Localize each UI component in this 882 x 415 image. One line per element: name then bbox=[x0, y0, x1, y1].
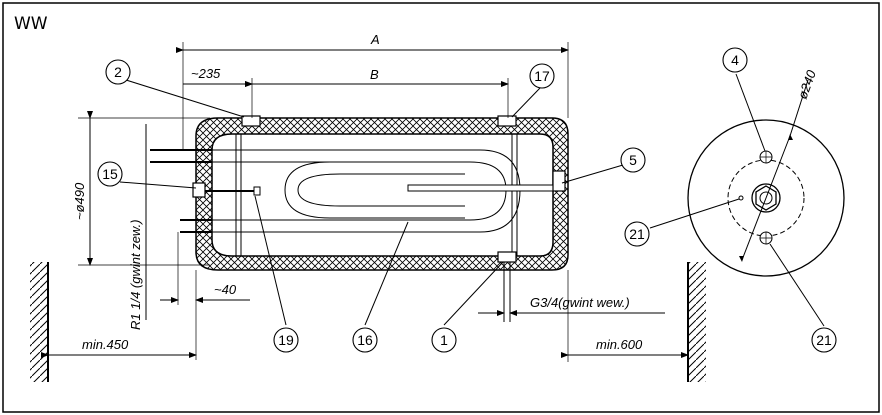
dim-b: B bbox=[370, 67, 379, 82]
fitting-15 bbox=[552, 170, 566, 192]
svg-text:5: 5 bbox=[629, 152, 637, 168]
dim-min450: min.450 bbox=[82, 337, 129, 352]
dim-g34: G3/4(gwint wew.) bbox=[530, 295, 630, 310]
balloon-21-side: 19 bbox=[273, 327, 299, 353]
dim-235: ~235 bbox=[191, 66, 221, 81]
dimension-lines: A ~235 B ~ø490 R1 1/4 (gwint zew.) ~40 m… bbox=[41, 32, 689, 362]
dim-490: ~ø490 bbox=[72, 182, 87, 220]
balloon-21-end: 21 bbox=[624, 221, 650, 247]
balloon-5: 21 bbox=[811, 327, 837, 353]
tank-side-view bbox=[150, 115, 569, 322]
drawing-title: WW bbox=[14, 14, 48, 34]
dim-240: ø240 bbox=[795, 67, 819, 101]
balloon-16: 15 bbox=[97, 161, 123, 187]
svg-text:15: 15 bbox=[102, 166, 118, 182]
inner-tank bbox=[211, 133, 554, 257]
wall-left bbox=[30, 262, 49, 382]
svg-text:4: 4 bbox=[731, 52, 739, 68]
tank-end-view: ø240 bbox=[687, 67, 845, 277]
balloon-1: 1 bbox=[431, 327, 457, 353]
fitting-2 bbox=[241, 115, 261, 127]
dim-min600: min.600 bbox=[596, 337, 643, 352]
wall-right bbox=[687, 262, 706, 382]
svg-text:16: 16 bbox=[357, 332, 373, 348]
dim-40: ~40 bbox=[214, 282, 237, 297]
fitting-19 bbox=[497, 115, 517, 127]
svg-text:21: 21 bbox=[816, 332, 832, 348]
svg-text:21: 21 bbox=[629, 226, 645, 242]
svg-text:2: 2 bbox=[114, 64, 122, 80]
balloon-15: 5 bbox=[620, 147, 646, 173]
balloon-4: 4 bbox=[722, 47, 748, 73]
coil-inner bbox=[284, 161, 465, 219]
dim-r14: R1 1/4 (gwint zew.) bbox=[128, 219, 143, 330]
leader-lines bbox=[119, 73, 825, 327]
dim-a: A bbox=[370, 32, 380, 47]
balloon-2: 2 bbox=[105, 59, 131, 85]
anode-rod bbox=[407, 184, 559, 192]
balloon-19: 17 bbox=[529, 63, 555, 89]
svg-text:17: 17 bbox=[534, 68, 550, 84]
coil-inner-2 bbox=[297, 173, 465, 207]
fitting-16 bbox=[192, 182, 206, 198]
svg-text:1: 1 bbox=[440, 332, 448, 348]
svg-text:19: 19 bbox=[278, 332, 294, 348]
balloon-17: 16 bbox=[352, 327, 378, 353]
fitting-1 bbox=[497, 251, 517, 263]
